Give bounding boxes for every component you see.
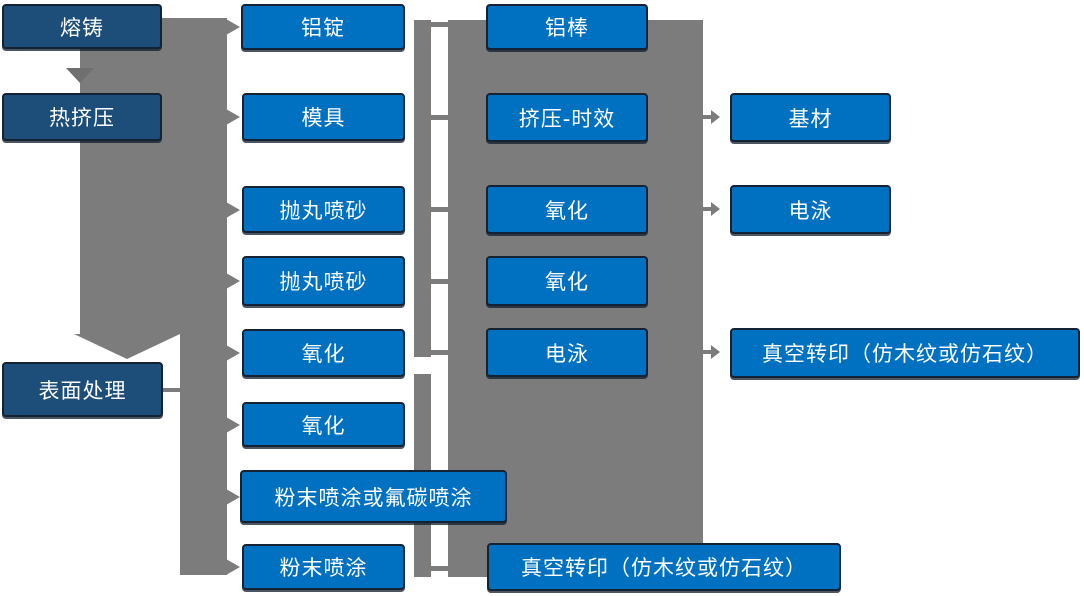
arrowhead-shot-blasting-2 bbox=[226, 273, 240, 289]
node-aluminum-rod: 铝棒 bbox=[486, 4, 648, 50]
link-oxidation-3 bbox=[431, 207, 448, 212]
collector-bar-upper bbox=[414, 20, 431, 357]
link-extrusion-aging bbox=[431, 115, 448, 120]
node-oxidation-2: 氧化 bbox=[242, 402, 405, 447]
node-electrophoresis-1: 电泳 bbox=[486, 328, 648, 377]
node-mold: 模具 bbox=[242, 93, 405, 141]
down-arrow-surface-treatment bbox=[74, 334, 180, 359]
node-surface-treatment: 表面处理 bbox=[2, 362, 163, 417]
arrowhead-vacuum-transfer-2 bbox=[711, 345, 720, 359]
arrowhead-substrate bbox=[711, 110, 720, 124]
node-substrate: 基材 bbox=[730, 93, 891, 142]
node-vacuum-transfer-2: 真空转印（仿木纹或仿石纹） bbox=[730, 328, 1080, 378]
left-flow-bar bbox=[80, 18, 180, 334]
arrowhead-powder-coating bbox=[226, 559, 240, 575]
surface-treatment-connector bbox=[163, 388, 181, 392]
mid-flow-bar bbox=[180, 18, 227, 575]
node-hot-extrusion: 热挤压 bbox=[2, 93, 162, 141]
node-melt-casting: 熔铸 bbox=[2, 4, 162, 49]
node-extrusion-aging: 挤压-时效 bbox=[486, 93, 648, 142]
node-shot-blasting-1: 抛丸喷砂 bbox=[242, 186, 405, 233]
stem-substrate bbox=[703, 115, 712, 119]
link-oxidation-4 bbox=[431, 279, 448, 284]
node-oxidation-1: 氧化 bbox=[242, 329, 405, 377]
arrowhead-electrophoresis-2 bbox=[711, 202, 720, 216]
node-powder-fluorocarbon-coating: 粉末喷涂或氟碳喷涂 bbox=[240, 470, 507, 523]
node-powder-coating: 粉末喷涂 bbox=[242, 544, 405, 590]
link-aluminum-rod bbox=[431, 22, 448, 27]
node-oxidation-4: 氧化 bbox=[486, 256, 648, 306]
node-aluminum-ingot: 铝锭 bbox=[241, 4, 405, 50]
arrowhead-oxidation-1 bbox=[226, 345, 240, 361]
node-vacuum-transfer-1: 真空转印（仿木纹或仿石纹） bbox=[487, 543, 841, 591]
stem-electrophoresis-2 bbox=[703, 207, 712, 211]
node-electrophoresis-2: 电泳 bbox=[730, 185, 891, 234]
arrowhead-shot-blasting-1 bbox=[226, 202, 240, 218]
down-arrow-hot-extrusion bbox=[66, 68, 94, 83]
node-oxidation-3: 氧化 bbox=[486, 185, 648, 234]
arrowhead-oxidation-2 bbox=[226, 417, 240, 433]
node-shot-blasting-2: 抛丸喷砂 bbox=[242, 256, 405, 306]
arrowhead-powder-fluorocarbon bbox=[226, 489, 240, 505]
link-electrophoresis-1 bbox=[431, 350, 448, 355]
arrowhead-mold bbox=[226, 109, 240, 125]
arrowhead-aluminum-ingot bbox=[226, 19, 240, 35]
link-vacuum-transfer-1 bbox=[431, 566, 448, 571]
stem-vacuum-transfer-2 bbox=[703, 350, 712, 354]
